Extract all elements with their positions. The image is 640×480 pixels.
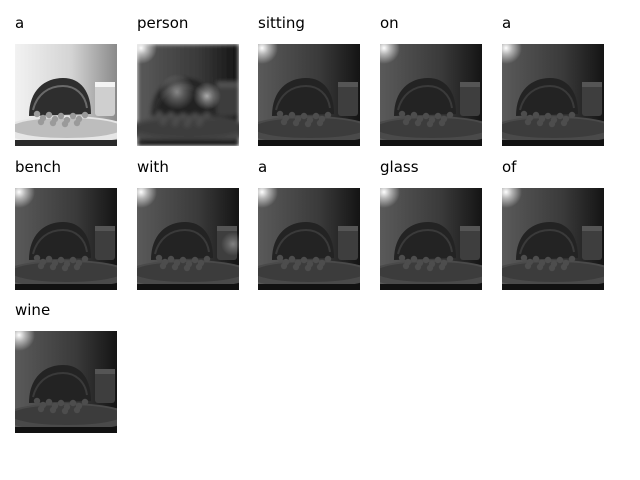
caption-word: a (502, 14, 512, 32)
attention-thumbnail (258, 44, 360, 146)
caption-word: sitting (258, 14, 305, 32)
attention-thumbnail (137, 188, 239, 290)
caption-word: bench (15, 158, 62, 176)
attention-thumbnail (258, 188, 360, 290)
caption-word: person (137, 14, 189, 32)
attention-thumbnail (15, 44, 117, 146)
caption-word: glass (380, 158, 419, 176)
caption-word: of (502, 158, 517, 176)
attention-thumbnail (380, 44, 482, 146)
attention-thumbnail (15, 331, 117, 433)
attention-thumbnail (502, 44, 604, 146)
attention-thumbnail (502, 188, 604, 290)
attention-thumbnail (137, 44, 239, 146)
caption-word: with (137, 158, 169, 176)
attention-thumbnail (380, 188, 482, 290)
caption-word: on (380, 14, 399, 32)
attention-thumbnail (15, 188, 117, 290)
caption-word: a (15, 14, 25, 32)
caption-word: wine (15, 301, 51, 319)
caption-word: a (258, 158, 268, 176)
